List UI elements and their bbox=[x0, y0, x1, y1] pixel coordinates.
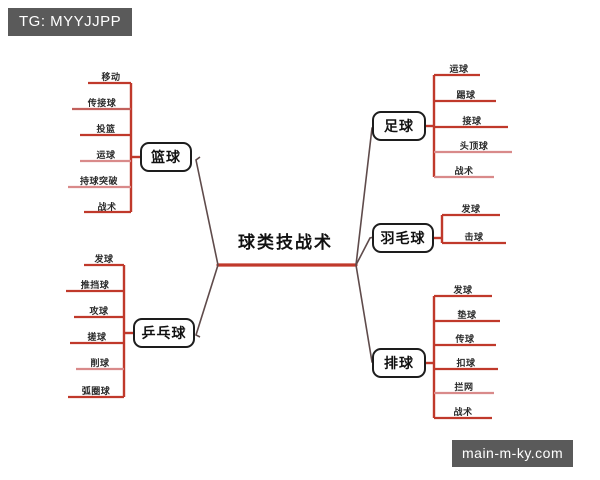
branch-node-badminton[interactable]: 羽毛球 bbox=[372, 223, 434, 253]
branch-node-basketball-label: 篮球 bbox=[151, 150, 181, 166]
leaf-label-basketball-2: 投篮 bbox=[96, 125, 116, 135]
leaf-label-badminton-0: 发球 bbox=[461, 205, 481, 215]
leaf-label-basketball-3: 运球 bbox=[96, 151, 116, 161]
leaf-label-volleyball-4: 拦网 bbox=[454, 383, 474, 393]
branch-node-volleyball[interactable]: 排球 bbox=[372, 348, 426, 378]
watermark-top-left: TG: MYYJJPP bbox=[8, 8, 133, 36]
leaf-label-soccer-1: 踢球 bbox=[456, 91, 476, 101]
leaf-label-soccer-2: 接球 bbox=[462, 117, 482, 127]
leaf-label-volleyball-3: 扣球 bbox=[456, 359, 476, 369]
branch-node-volleyball-label: 排球 bbox=[384, 356, 414, 372]
leaf-label-table-tennis-1: 推挡球 bbox=[80, 281, 110, 291]
branch-node-table-tennis[interactable]: 乒乓球 bbox=[133, 318, 195, 348]
leaf-label-soccer-0: 运球 bbox=[449, 65, 469, 75]
leaf-label-basketball-1: 传接球 bbox=[87, 99, 117, 109]
branch-node-table-tennis-label: 乒乓球 bbox=[141, 326, 187, 342]
leaf-label-basketball-4: 持球突破 bbox=[79, 177, 119, 187]
branch-node-soccer-label: 足球 bbox=[384, 119, 414, 135]
leaf-label-table-tennis-5: 弧圈球 bbox=[81, 387, 111, 397]
branch-node-soccer[interactable]: 足球 bbox=[372, 111, 426, 141]
leaf-label-volleyball-0: 发球 bbox=[453, 286, 473, 296]
leaf-label-soccer-4: 战术 bbox=[454, 167, 474, 177]
connector-table-tennis bbox=[195, 264, 219, 338]
leaf-label-soccer-3: 头顶球 bbox=[459, 142, 489, 152]
root-node-label: 球类技战术 bbox=[238, 233, 333, 253]
connector-basketball bbox=[195, 156, 219, 266]
watermark-bottom-right: main-m-ky.com bbox=[452, 440, 574, 467]
leaf-label-volleyball-1: 垫球 bbox=[457, 311, 477, 321]
connector-volleyball bbox=[355, 264, 377, 364]
leaf-label-table-tennis-3: 搓球 bbox=[87, 333, 107, 343]
leaf-label-basketball-5: 战术 bbox=[97, 203, 117, 213]
branch-node-badminton-label: 羽毛球 bbox=[380, 231, 426, 247]
leaf-label-basketball-0: 移动 bbox=[101, 73, 121, 83]
leaf-label-volleyball-2: 传球 bbox=[455, 335, 475, 345]
leaf-label-table-tennis-4: 削球 bbox=[90, 359, 110, 369]
leaf-label-table-tennis-2: 攻球 bbox=[89, 307, 109, 317]
branch-node-basketball[interactable]: 篮球 bbox=[140, 142, 192, 172]
leaf-label-volleyball-5: 战术 bbox=[453, 408, 473, 418]
leaf-label-table-tennis-0: 发球 bbox=[94, 255, 114, 265]
leaf-label-badminton-1: 击球 bbox=[464, 233, 484, 243]
